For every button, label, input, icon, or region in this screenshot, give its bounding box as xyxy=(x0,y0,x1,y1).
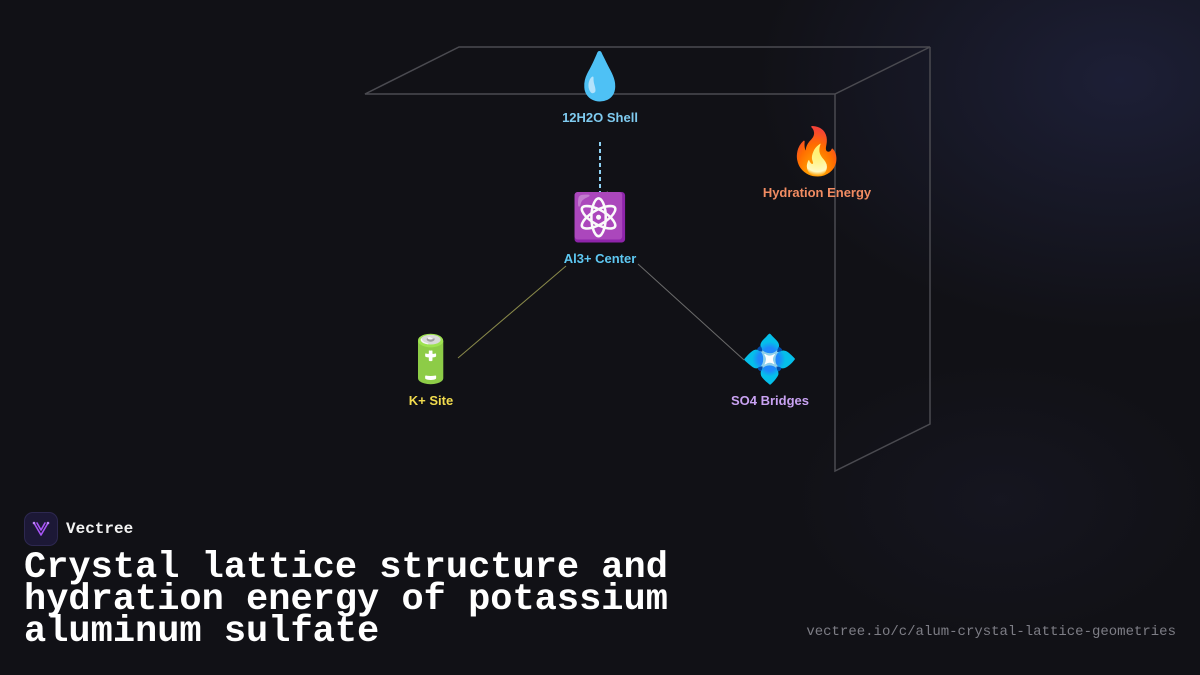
node-label: SO4 Bridges xyxy=(730,393,810,408)
node-label: Al3+ Center xyxy=(563,251,637,266)
battery-icon: 🔋 xyxy=(402,332,460,386)
brand-row: Vectree xyxy=(24,512,133,546)
node-hydration-energy: 🔥 Hydration Energy xyxy=(717,123,917,200)
diamond-icon: 💠 xyxy=(741,332,799,386)
node-label: 12H2O Shell xyxy=(562,110,638,125)
source-url: vectree.io/c/alum-crystal-lattice-geomet… xyxy=(806,624,1176,640)
node-so4-bridges: 💠 SO4 Bridges xyxy=(670,331,870,408)
node-al-center: ⚛️ Al3+ Center xyxy=(500,189,700,266)
atom-icon: ⚛️ xyxy=(571,190,629,244)
frame-side-face xyxy=(834,47,931,473)
vectree-logo-icon xyxy=(24,512,58,546)
droplet-icon: 💧 xyxy=(571,49,629,103)
fire-icon: 🔥 xyxy=(788,124,846,178)
node-k-site: 🔋 K+ Site xyxy=(331,331,531,408)
connector-center-to-potassium xyxy=(457,265,567,359)
page-title: Crystal lattice structure and hydration … xyxy=(24,547,668,653)
node-label: K+ Site xyxy=(408,393,454,408)
node-label: Hydration Energy xyxy=(762,185,872,200)
connector-center-to-sulfate xyxy=(637,263,745,361)
brand-name: Vectree xyxy=(66,520,134,538)
node-water-shell: 💧 12H2O Shell xyxy=(500,48,700,125)
